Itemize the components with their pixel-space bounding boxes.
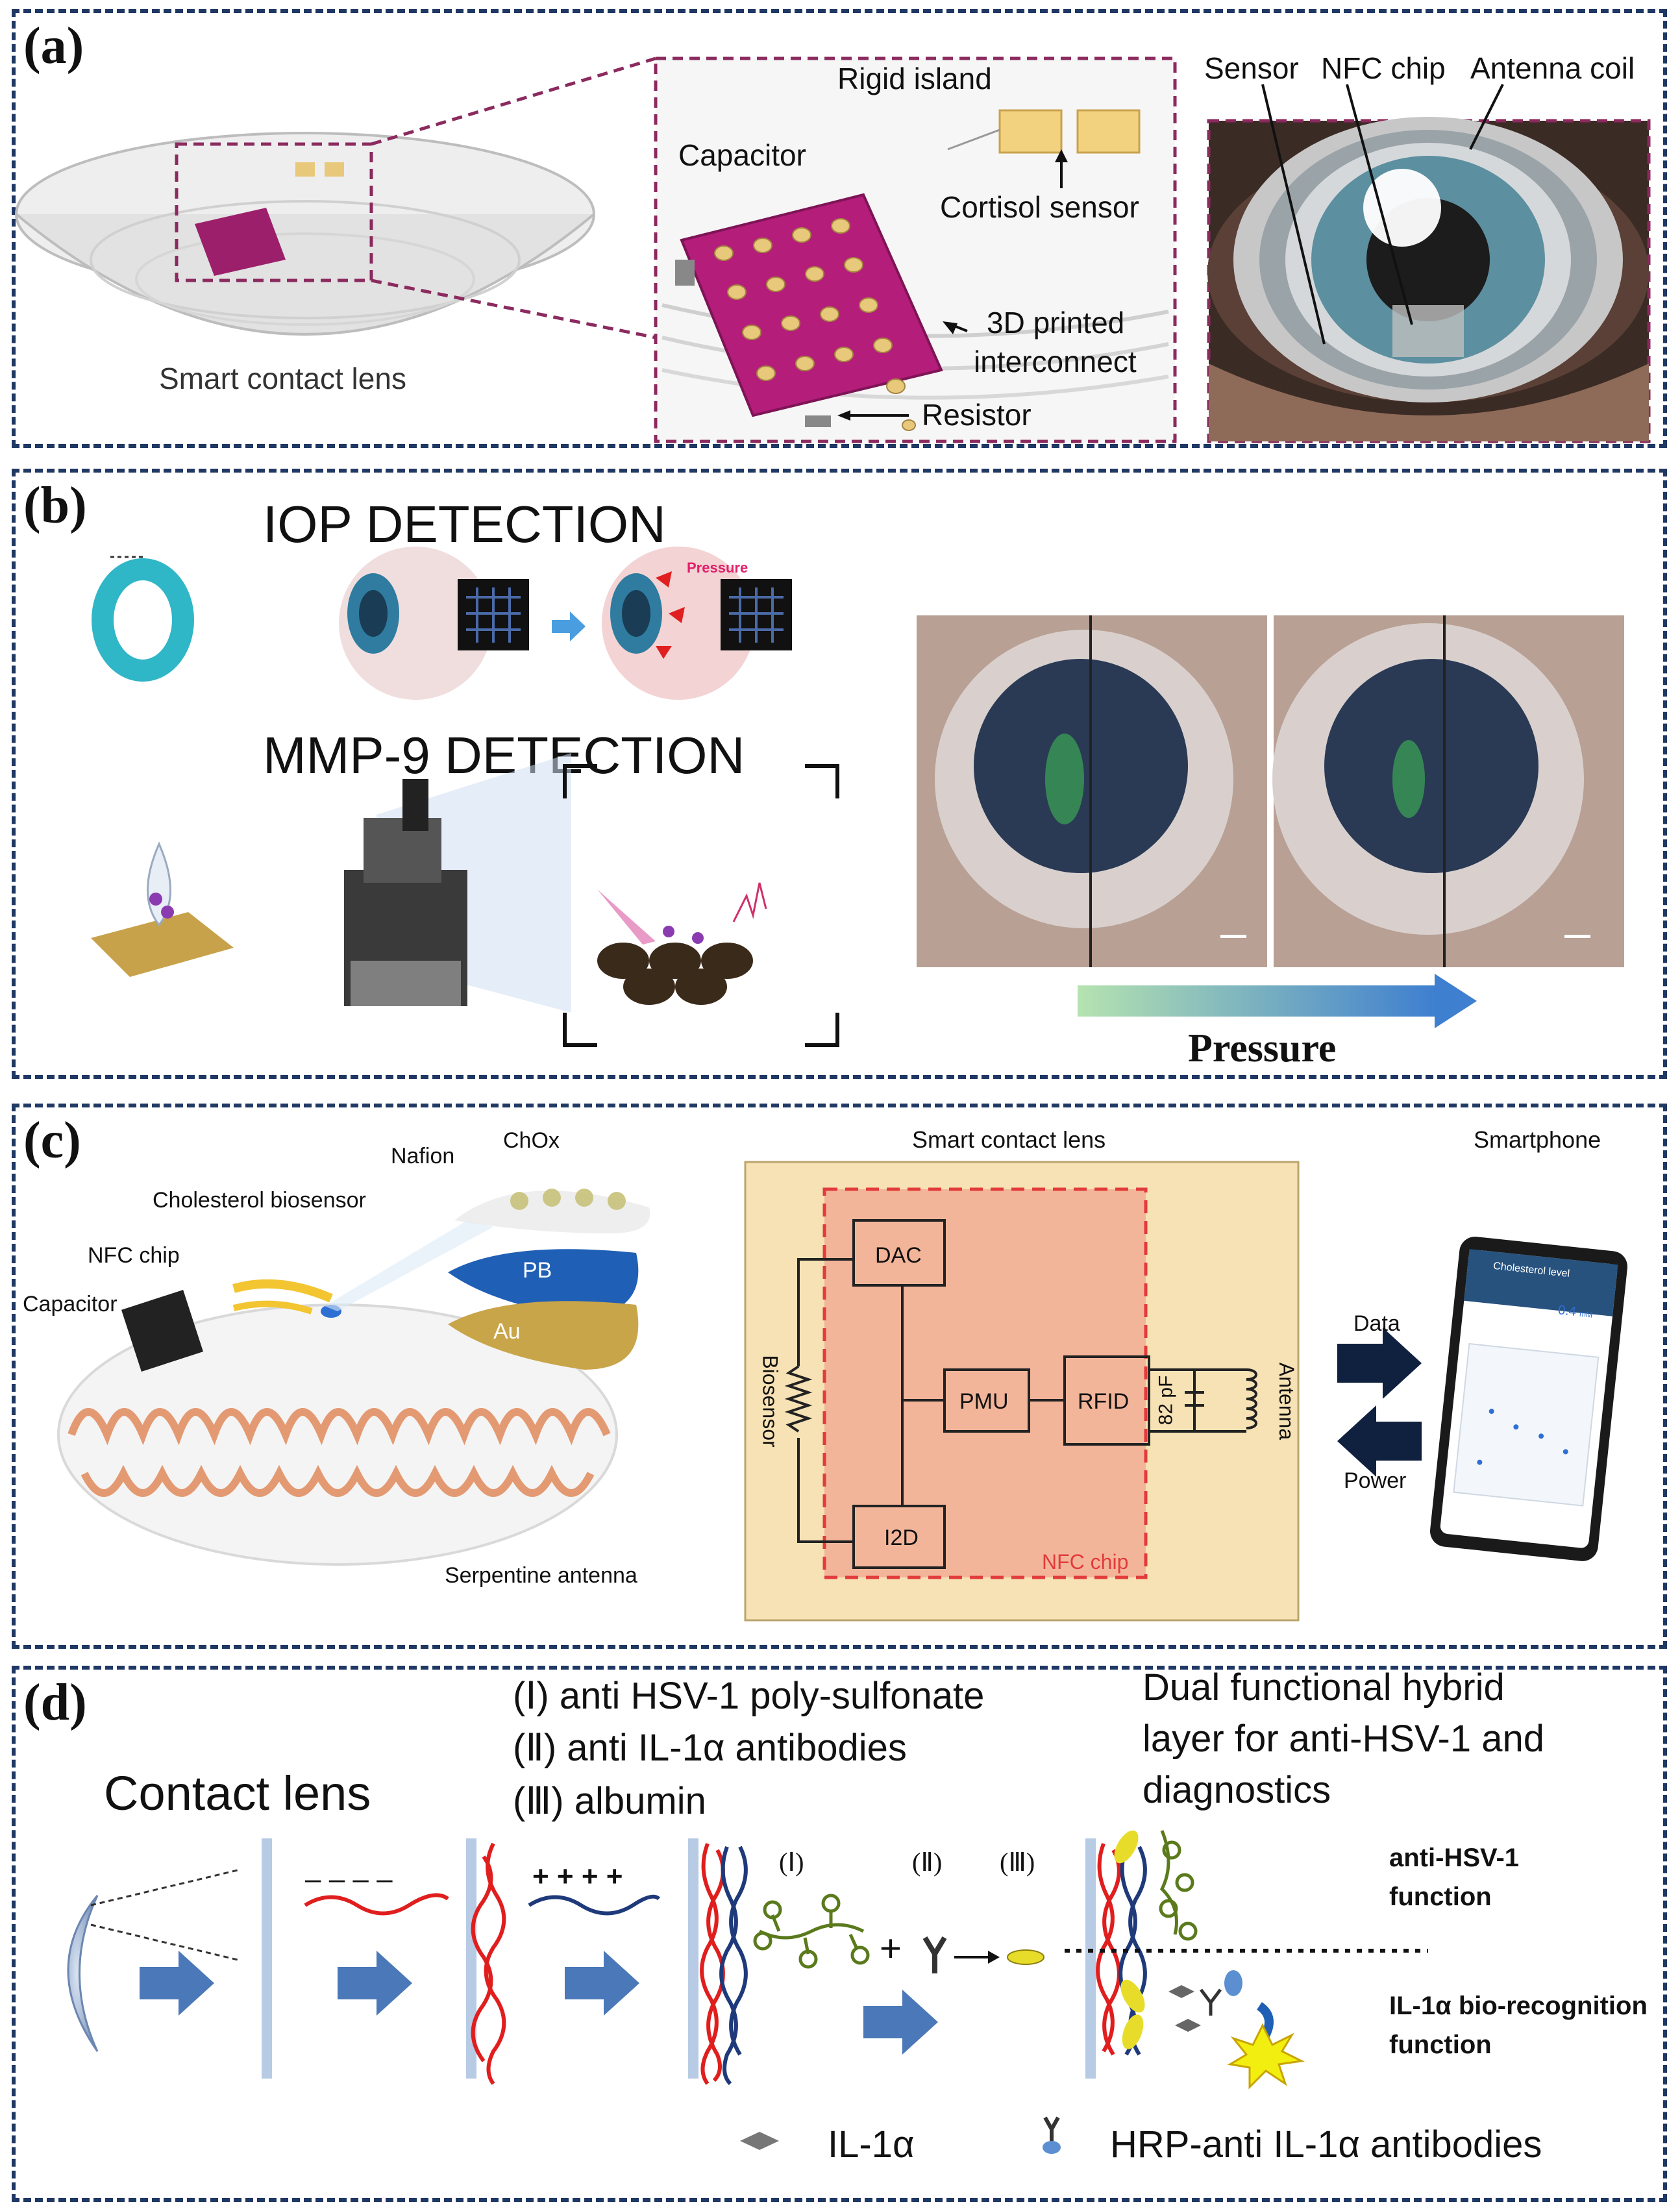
dac-label: DAC: [875, 1243, 922, 1268]
nfc-chip-block-label: NFC chip: [1042, 1550, 1129, 1574]
small-label-1: (Ⅰ): [779, 1847, 804, 1877]
legend-il1a-icon: [740, 2132, 779, 2150]
hybrid-layer-components: [1114, 1830, 1305, 2090]
serpentine-antenna-label: Serpentine antenna: [445, 1563, 637, 1588]
cholesterol-lens-illustration: [57, 1220, 618, 1566]
contact-lens-title: Contact lens: [104, 1766, 371, 1820]
rfid-label: RFID: [1078, 1389, 1130, 1414]
pressure-small-label: Pressure: [687, 560, 748, 576]
capacitor-label-c: Capacitor: [23, 1292, 117, 1316]
substrate-bars: [262, 1838, 1096, 2079]
chox-label: ChOx: [503, 1128, 560, 1153]
panel-b-label: (b): [23, 477, 87, 534]
panel-b: (b): [12, 469, 1667, 1079]
legend-hrp-icon: [1043, 2116, 1061, 2154]
eye-photo: [1207, 84, 1651, 443]
minus-signs: – – – –: [305, 1863, 393, 1895]
hybrid-title-line1: Dual functional hybrid: [1143, 1666, 1505, 1709]
nfc-chip-label-c: NFC chip: [88, 1243, 180, 1268]
smartphone-illustration: [1430, 1237, 1627, 1561]
nfc-chip-label: NFC chip: [1321, 51, 1446, 85]
droplet-on-substrate: [91, 841, 234, 977]
hybrid-title-line3: diagnostics: [1143, 1769, 1331, 1811]
pressure-gradient-arrow: [1078, 974, 1477, 1028]
pmu-label: PMU: [959, 1389, 1009, 1414]
pb-label: PB: [523, 1258, 552, 1283]
iop-detection-title: IOP DETECTION: [263, 495, 666, 553]
zoom-box: [175, 142, 373, 282]
teal-ring-lens: [92, 556, 194, 682]
panel-a-label: (a): [23, 18, 84, 75]
small-label-3: (Ⅲ): [1000, 1847, 1035, 1877]
porcine-eye-photo-2: [1272, 615, 1624, 967]
item-3-label: (Ⅲ) albumin: [513, 1780, 706, 1822]
plus-operator: +: [880, 1927, 902, 1970]
i2d-label: I2D: [884, 1525, 919, 1550]
power-label: Power: [1344, 1468, 1407, 1493]
process-arrow: [552, 611, 586, 641]
antenna-coil-label: Antenna coil: [1470, 51, 1635, 85]
panel-c-label: (c): [23, 1112, 81, 1169]
smart-contact-lens-caption: Smart contact lens: [159, 362, 406, 395]
contact-lens-side-view: [67, 1868, 241, 2052]
cortisol-sensor-label: Cortisol sensor: [940, 190, 1139, 224]
resistor-label: Resistor: [922, 398, 1031, 432]
anti-hsv-label-line1: anti-HSV-1: [1389, 1844, 1520, 1872]
process-arrows-d: [140, 1951, 938, 2055]
legend-hrp-label: HRP-anti IL-1α antibodies: [1110, 2123, 1542, 2166]
item-2-label: (Ⅱ) anti IL-1α antibodies: [513, 1727, 907, 1769]
polysulfonate-molecule: [753, 1830, 1198, 1969]
data-power-arrows: [1337, 1328, 1422, 1477]
circuit-diagram: [744, 1161, 1300, 1622]
anti-hsv-label-line2: function: [1389, 1883, 1492, 1911]
interconnect-label-line1: 3D printed: [987, 306, 1125, 340]
panel-d-label: (d): [23, 1674, 87, 1731]
small-label-2: (Ⅱ): [912, 1847, 943, 1877]
capacitor-label: Capacitor: [678, 138, 806, 172]
panel-a: (a): [12, 9, 1667, 448]
legend-il1a-label: IL-1α: [828, 2123, 915, 2166]
pressure-arrow-label: Pressure: [1188, 1026, 1337, 1070]
eyeball-normal: [339, 547, 529, 700]
item-1-label: (Ⅰ) anti HSV-1 poly-sulfonate: [513, 1675, 985, 1717]
il1a-bio-label-line2: function: [1389, 2031, 1492, 2059]
antibody-symbol: [922, 1936, 1000, 1973]
smart-contact-lens-header: Smart contact lens: [912, 1126, 1106, 1153]
panel-c: (c): [12, 1104, 1667, 1649]
electrode-layers: [448, 1189, 650, 1370]
nafion-label: Nafion: [391, 1144, 455, 1168]
data-label: Data: [1353, 1311, 1400, 1336]
panel-d: (d): [12, 1666, 1667, 2202]
cholesterol-biosensor-label: Cholesterol biosensor: [153, 1188, 366, 1213]
porcine-eye-photo-1: [917, 615, 1267, 967]
zoom-detail: [654, 56, 1177, 443]
il1a-bio-label-line1: IL-1α bio-recognition: [1389, 1992, 1648, 2020]
raman-spectrometer: [344, 753, 571, 1013]
hybrid-title-line2: layer for anti-HSV-1 and: [1143, 1718, 1544, 1760]
au-label: Au: [493, 1319, 521, 1344]
sers-substrate-illustration: [563, 764, 839, 1047]
albumin-ellipse: [1007, 1949, 1044, 1965]
contact-lens-illustration: [15, 132, 595, 336]
sensor-label: Sensor: [1204, 51, 1299, 85]
interconnect-label-line2: interconnect: [974, 345, 1137, 378]
smartphone-header: Smartphone: [1474, 1126, 1601, 1153]
plus-signs: + + + +: [532, 1860, 623, 1892]
rigid-island-label: Rigid island: [837, 62, 992, 95]
eyeball-pressure: [602, 547, 792, 700]
